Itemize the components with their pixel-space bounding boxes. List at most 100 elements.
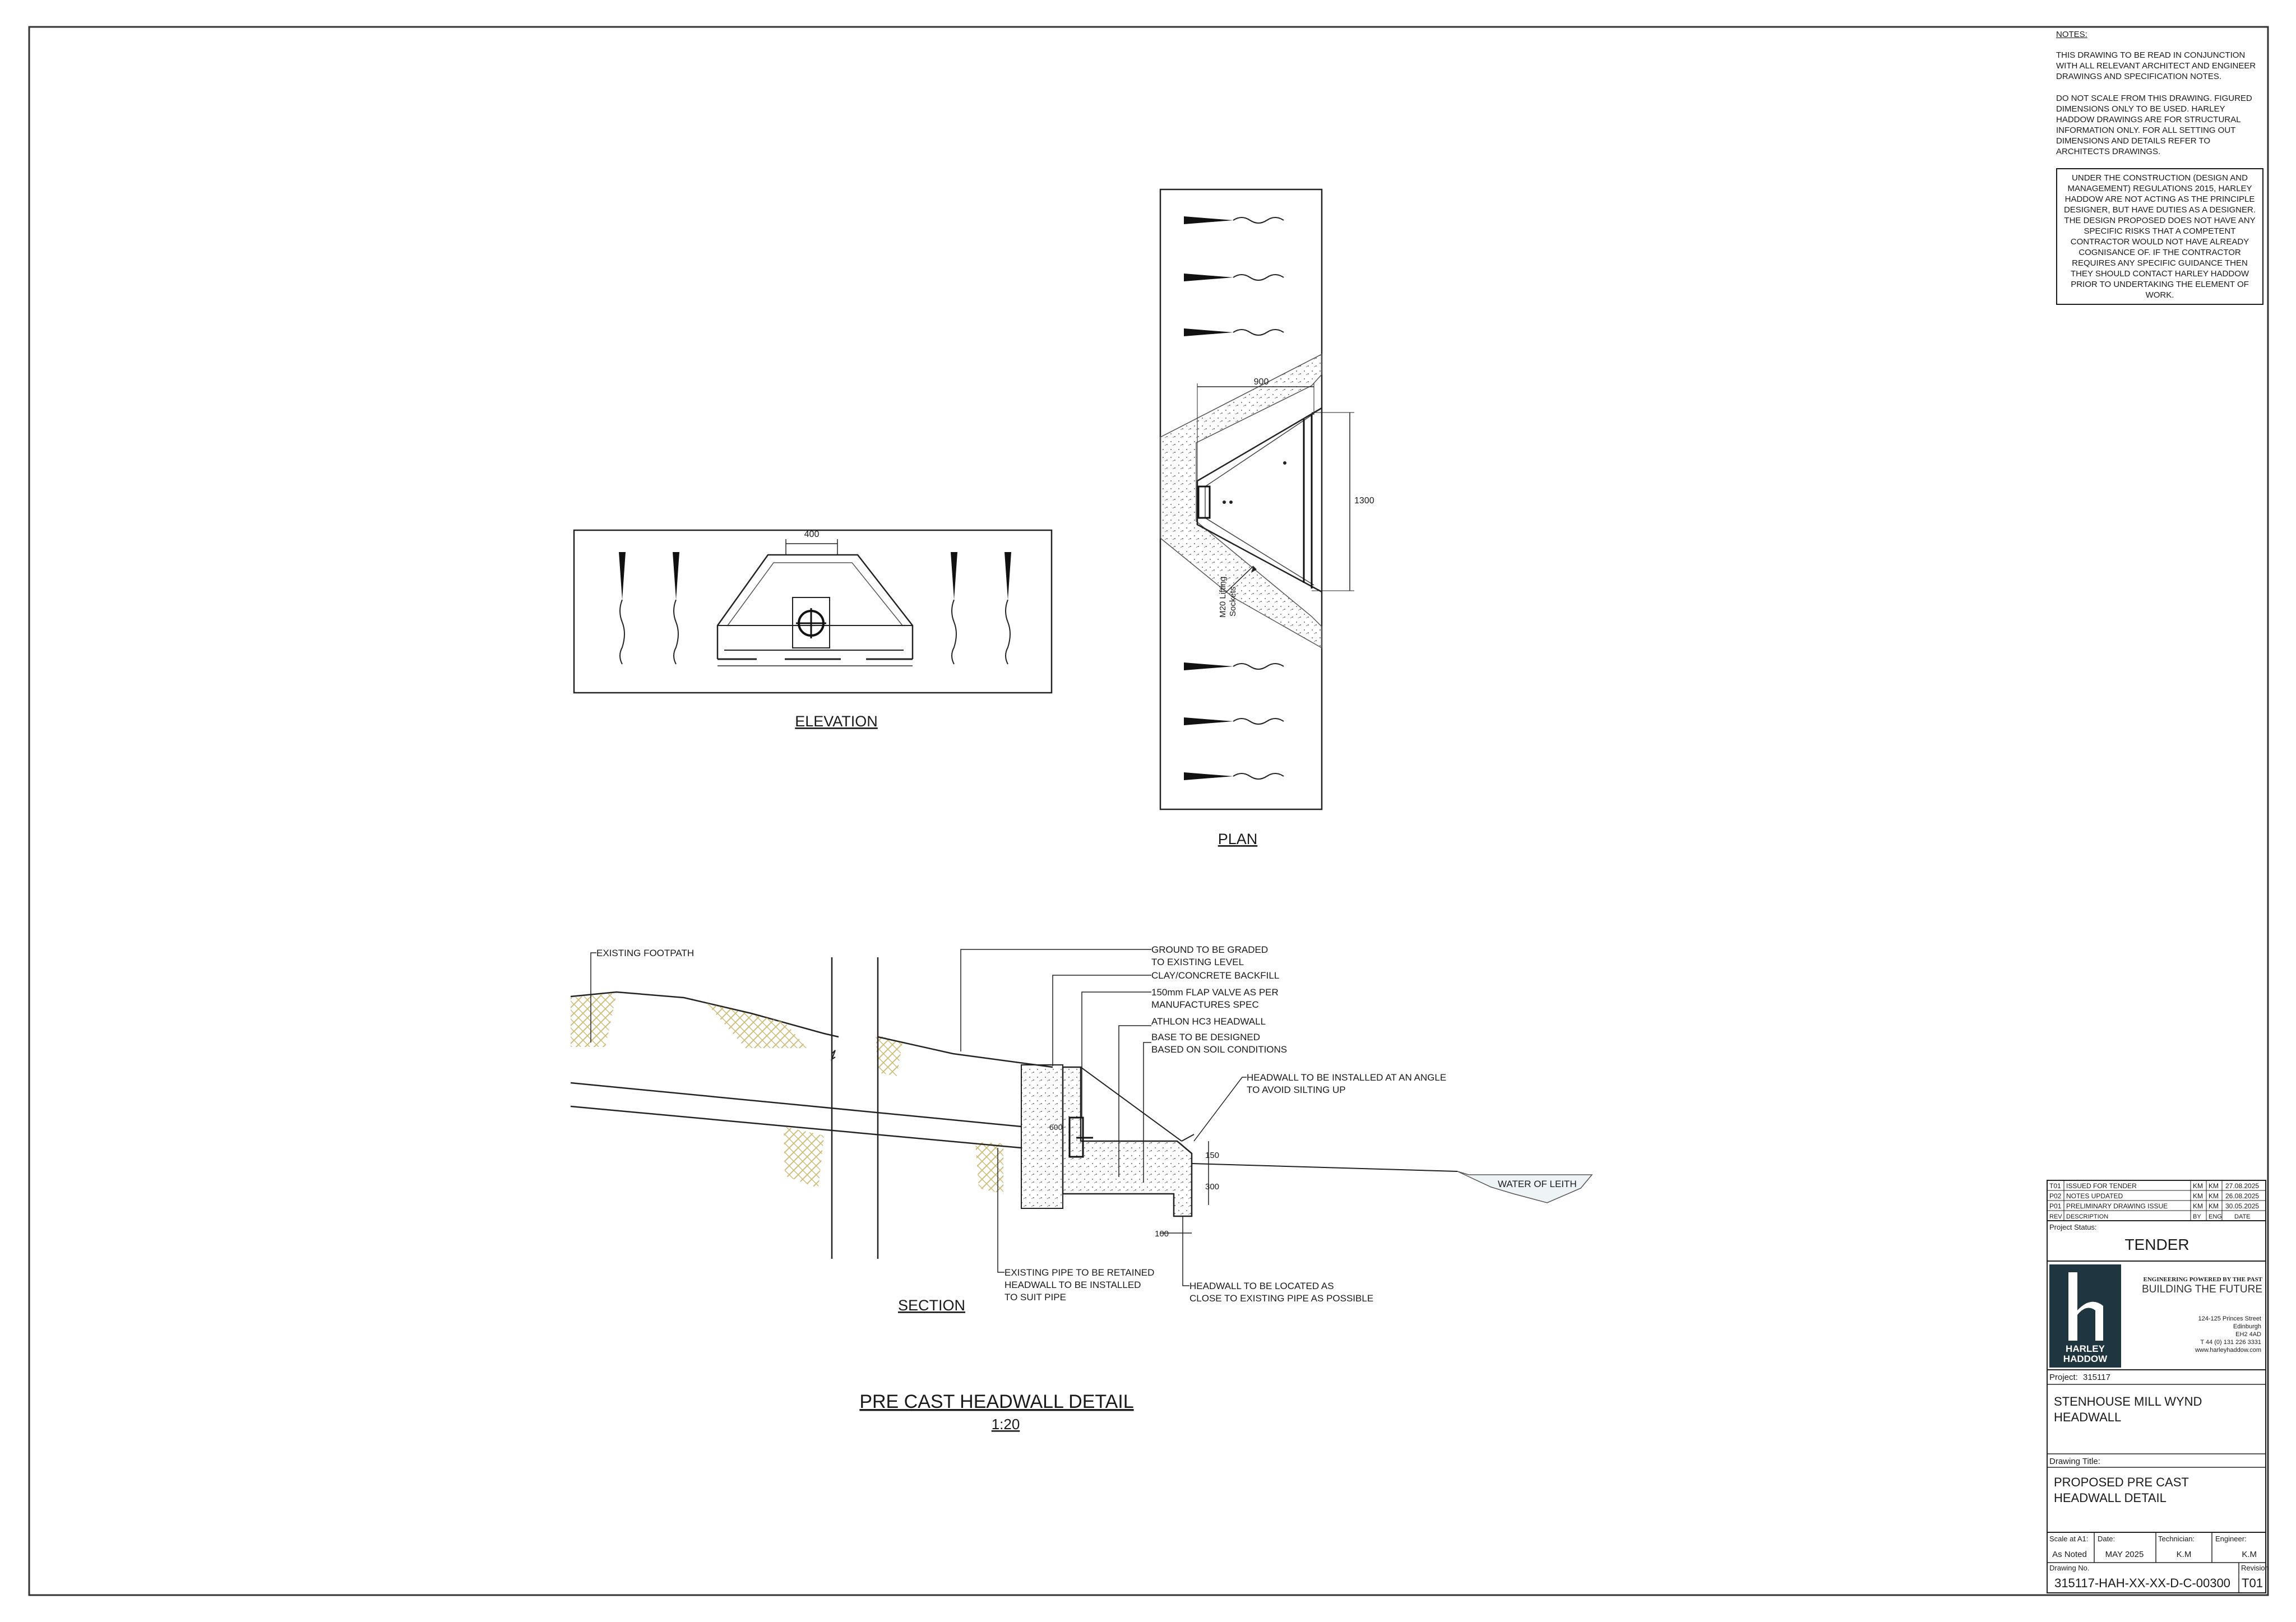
engineer-label: Engineer: — [2215, 1535, 2247, 1543]
rev-2-eng: KM — [2209, 1202, 2219, 1210]
rev-header-desc: DESCRIPTION — [2066, 1213, 2108, 1220]
detail-title: PRE CAST HEADWALL DETAIL — [859, 1391, 1133, 1412]
section-dim-100: 100 — [1155, 1229, 1169, 1239]
label-flap-valve-2: MANUFACTURES SPEC — [1151, 999, 1259, 1010]
drawing-title-2: HEADWALL DETAIL — [2054, 1491, 2167, 1505]
date-value: MAY 2025 — [2105, 1550, 2144, 1559]
elevation-dim-400: 400 — [804, 530, 820, 539]
label-ground-graded-2: TO EXISTING LEVEL — [1151, 957, 1244, 967]
plan-sockets-label: Sockets — [1228, 587, 1238, 617]
plan-dim-900: 900 — [1254, 377, 1269, 387]
address-line-0: 124-125 Princes Street — [2198, 1315, 2261, 1322]
project-number: 315117 — [2083, 1373, 2110, 1382]
rev-0-desc: ISSUED FOR TENDER — [2066, 1182, 2137, 1190]
label-backfill: CLAY/CONCRETE BACKFILL — [1151, 970, 1279, 981]
title-block: T01 ISSUED FOR TENDER KM KM 27.08.2025 P… — [2047, 1180, 2269, 1593]
label-angle-2: TO AVOID SILTING UP — [1247, 1085, 1346, 1095]
label-locate-1: HEADWALL TO BE LOCATED AS — [1189, 1281, 1334, 1291]
detail-scale: 1:20 — [992, 1416, 1020, 1433]
drawing-title-1: PROPOSED PRE CAST — [2054, 1475, 2189, 1489]
label-pipe-3: TO SUIT PIPE — [1004, 1292, 1066, 1303]
existing-pipe-top — [570, 1082, 1022, 1128]
label-headwall-type: ATHLON HC3 HEADWALL — [1151, 1016, 1266, 1027]
rev-2-code: P01 — [2049, 1202, 2062, 1210]
rev-1-date: 26.08.2025 — [2225, 1192, 2259, 1200]
plan-water-symbols-top — [1184, 216, 1284, 336]
section-leaders — [590, 949, 1247, 1286]
label-pipe-2: HEADWALL TO BE INSTALLED — [1004, 1280, 1141, 1290]
plan-dim-1300: 1300 — [1354, 496, 1374, 506]
rev-2-date: 30.05.2025 — [2225, 1202, 2259, 1210]
label-existing-footpath: EXISTING FOOTPATH — [596, 948, 694, 958]
section-view: WATER OF LEITH 150 300 100 600 EXISTING … — [570, 944, 1593, 1304]
notes-paragraph-1: THIS DRAWING TO BE READ IN CONJUNCTION W… — [2056, 50, 2256, 81]
revision-table: T01 ISSUED FOR TENDER KM KM 27.08.2025 P… — [2047, 1180, 2266, 1221]
rev-header-rev: REV — [2049, 1213, 2062, 1220]
rev-1-eng: KM — [2209, 1192, 2219, 1200]
scale-value: As Noted — [2052, 1550, 2087, 1559]
section-dim-300: 300 — [1205, 1182, 1219, 1192]
elevation-view: 400 — [573, 529, 1053, 694]
address-line-4: www.harleyhaddow.com — [2195, 1347, 2261, 1354]
label-ground-graded-1: GROUND TO BE GRADED — [1151, 944, 1268, 955]
plan-water-symbols-bottom — [1184, 662, 1284, 780]
logo-name-2: HADDOW — [2063, 1354, 2108, 1364]
status-value: TENDER — [2124, 1236, 2189, 1253]
plan-lifting-label: M20 Lifting — [1218, 577, 1228, 618]
water-symbols-right — [951, 552, 1011, 665]
tagline-2: BUILDING THE FUTURE — [2142, 1283, 2262, 1295]
plan-view: 900 1300 M20 Lifting Sockets — [1159, 188, 1374, 810]
revision-label: Revision — [2241, 1564, 2269, 1572]
label-pipe-1: EXISTING PIPE TO BE RETAINED — [1004, 1267, 1154, 1278]
existing-pipe-bottom — [570, 1105, 1022, 1149]
rev-header-date: DATE — [2234, 1213, 2251, 1220]
drawing-no-label: Drawing No. — [2049, 1564, 2090, 1572]
water-of-leith-label: WATER OF LEITH — [1498, 1179, 1577, 1189]
label-base-1: BASE TO BE DESIGNED — [1151, 1032, 1260, 1042]
sheet-border — [28, 26, 2269, 1596]
cdm-regulations-text: UNDER THE CONSTRUCTION (DESIGN AND MANAG… — [2063, 173, 2256, 300]
plan-headwall-outline — [1196, 407, 1322, 593]
technician-label: Technician: — [2158, 1535, 2195, 1543]
water-symbols-left — [619, 552, 679, 665]
tagline-1: ENGINEERING POWERED BY THE PAST — [2143, 1276, 2262, 1283]
address-line-1: Edinburgh — [2233, 1323, 2261, 1330]
label-locate-2: CLOSE TO EXISTING PIPE AS POSSIBLE — [1189, 1293, 1373, 1304]
rev-header-by: BY — [2193, 1213, 2201, 1220]
section-backfill — [1021, 1064, 1063, 1209]
scale-label: Scale at A1: — [2049, 1535, 2088, 1543]
drawing-no-value: 315117-HAH-XX-XX-D-C-00300 — [2054, 1576, 2230, 1590]
project-label: Project: — [2049, 1373, 2078, 1382]
existing-ground-line — [570, 991, 839, 1038]
section-headwall — [1062, 1066, 1193, 1217]
rev-2-desc: PRELIMINARY DRAWING ISSUE — [2066, 1202, 2168, 1210]
project-name-2: HEADWALL — [2054, 1410, 2121, 1424]
harley-haddow-logo — [2049, 1264, 2121, 1368]
project-name-1: STENHOUSE MILL WYND — [2054, 1394, 2202, 1408]
rev-2-by: KM — [2193, 1202, 2203, 1210]
label-flap-valve-1: 150mm FLAP VALVE AS PER — [1151, 987, 1279, 998]
logo-h-glyph — [2068, 1272, 2103, 1341]
section-dim-150: 150 — [1205, 1151, 1219, 1160]
technician-value: K.M — [2177, 1550, 2192, 1559]
plan-backfill-hatch — [1160, 353, 1322, 649]
label-angle-1: HEADWALL TO BE INSTALLED AT AN ANGLE — [1247, 1072, 1446, 1083]
plan-title: PLAN — [1218, 831, 1258, 847]
address-line-3: T 44 (0) 131 226 3331 — [2200, 1339, 2261, 1346]
engineer-value: K.M — [2242, 1550, 2257, 1559]
drawing-title-label: Drawing Title: — [2049, 1457, 2100, 1466]
rev-1-by: KM — [2193, 1192, 2203, 1200]
notes-paragraph-2: DO NOT SCALE FROM THIS DRAWING. FIGURED … — [2056, 94, 2252, 156]
rev-0-by: KM — [2193, 1182, 2203, 1190]
elevation-title: ELEVATION — [795, 713, 878, 730]
logo-name-1: HARLEY — [2066, 1343, 2105, 1354]
headwall-elevation-outline — [716, 554, 914, 659]
section-title: SECTION — [898, 1297, 965, 1314]
cdm-regulations-box: UNDER THE CONSTRUCTION (DESIGN AND MANAG… — [2056, 168, 2263, 305]
rev-0-code: T01 — [2049, 1182, 2061, 1190]
notes-panel: NOTES: THIS DRAWING TO BE READ IN CONJUN… — [2056, 29, 2263, 305]
status-label: Project Status: — [2049, 1223, 2097, 1231]
rev-1-code: P02 — [2049, 1192, 2062, 1200]
notes-heading: NOTES: — [2056, 30, 2087, 39]
